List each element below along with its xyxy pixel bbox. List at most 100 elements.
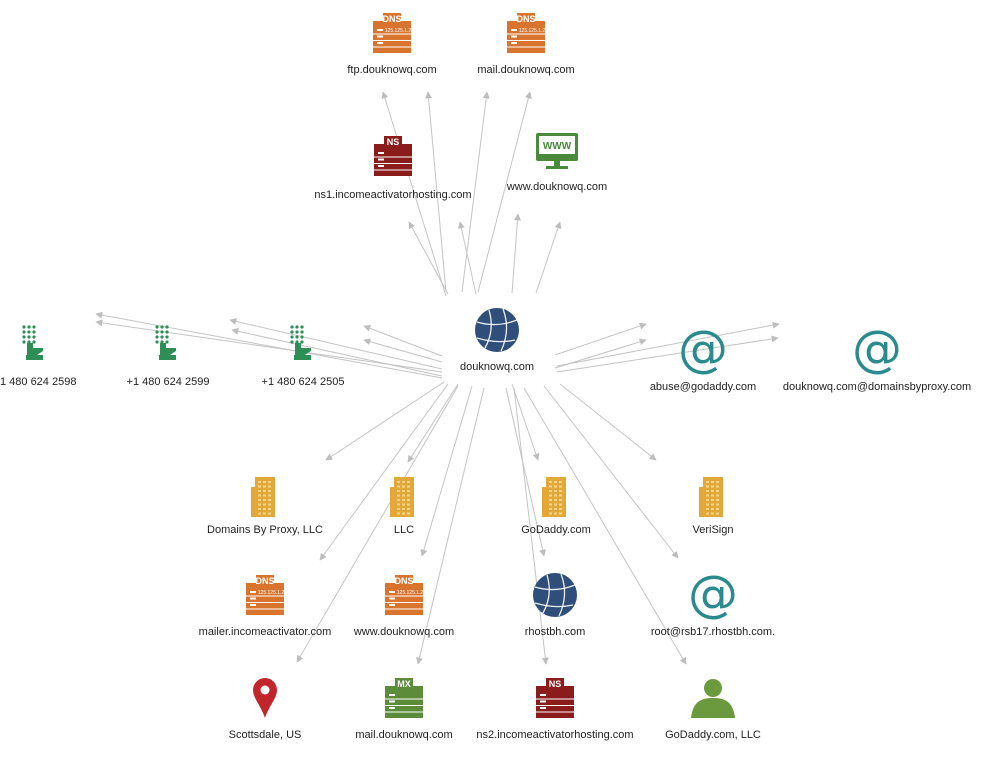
node-label: GoDaddy.com [521, 524, 591, 536]
node-label: VeriSign [693, 524, 734, 536]
node-n5[interactable]: +1 480 624 2598 [0, 325, 76, 388]
node-label: +1 480 624 2599 [127, 376, 210, 388]
node-label: +1 480 624 2598 [0, 376, 76, 388]
node-n9[interactable]: @ douknowq.com@domainsbyproxy.com [783, 320, 971, 393]
dns-server-icon: DNS 125.125.1.2 [373, 13, 411, 53]
building-icon [699, 477, 723, 517]
node-label: ns2.incomeactivatorhosting.com [476, 729, 633, 741]
node-label: www.douknowq.com [353, 626, 454, 638]
node-label: ns1.incomeactivatorhosting.com [314, 189, 471, 201]
svg-text:@: @ [678, 320, 728, 378]
node-label: ftp.douknowq.com [347, 64, 436, 76]
node-label: LLC [394, 524, 414, 536]
node-label: abuse@godaddy.com [650, 381, 756, 393]
svg-text:NS: NS [549, 679, 562, 689]
node-label: root@rsb17.rhostbh.com. [651, 626, 775, 638]
node-label: +1 480 624 2505 [262, 376, 345, 388]
node-n6[interactable]: +1 480 624 2599 [127, 325, 210, 388]
svg-text:WWW: WWW [543, 141, 572, 152]
svg-text:125.125.1.2: 125.125.1.2 [385, 28, 412, 34]
svg-text:125.125.1.2: 125.125.1.2 [258, 590, 285, 596]
node-label: Scottsdale, US [229, 729, 302, 741]
edge-n17 [543, 385, 679, 559]
edge-n9 [556, 321, 780, 367]
edge-n13 [559, 383, 657, 461]
edge-n15 [420, 385, 473, 557]
building-icon [390, 477, 414, 517]
map-pin-icon [253, 678, 277, 718]
node-n8[interactable]: @ abuse@godaddy.com [650, 320, 756, 393]
ns-server-icon: NS [536, 678, 574, 718]
email-at-icon: @ [688, 565, 738, 623]
svg-text:DNS: DNS [382, 14, 401, 24]
www-monitor-icon: WWW [536, 133, 578, 169]
edge-n21 [523, 387, 687, 665]
svg-text:125.125.1.2: 125.125.1.2 [397, 590, 424, 596]
node-n7[interactable]: +1 480 624 2505 [262, 325, 345, 388]
node-n21[interactable]: GoDaddy.com, LLC [665, 679, 761, 741]
node-center[interactable]: douknowq.com [460, 308, 534, 373]
dns-server-icon: DNS 125.125.1.2 [246, 575, 284, 615]
globe-icon [533, 573, 577, 617]
phone-icon [22, 325, 43, 360]
node-n15[interactable]: DNS 125.125.1.2 www.douknowq.com [353, 575, 454, 638]
edge-n2 [461, 91, 490, 293]
node-n13[interactable]: VeriSign [693, 477, 734, 536]
node-n4[interactable]: WWW www.douknowq.com [506, 133, 607, 193]
edge-n12 [511, 383, 540, 461]
svg-text:NS: NS [387, 137, 400, 147]
node-n11[interactable]: LLC [390, 477, 414, 536]
node-n16[interactable]: rhostbh.com [525, 573, 586, 638]
mx-server-icon: MX [385, 678, 423, 718]
node-label: douknowq.com@domainsbyproxy.com [783, 381, 971, 393]
edge-n8-b3 [554, 338, 647, 369]
edge-n3 [408, 221, 449, 295]
node-n17[interactable]: @ root@rsb17.rhostbh.com. [651, 565, 775, 638]
email-at-icon: @ [852, 320, 902, 378]
edge-n4 [511, 213, 522, 294]
svg-text:@: @ [688, 565, 738, 623]
edge-n14 [319, 383, 449, 561]
node-label: GoDaddy.com, LLC [665, 729, 761, 741]
edge-n7 [363, 324, 443, 357]
edge-n16 [505, 387, 547, 557]
building-icon [251, 477, 275, 517]
edge-n8 [554, 322, 647, 356]
person-icon [691, 679, 735, 718]
node-n3[interactable]: NS ns1.incomeactivatorhosting.com [314, 136, 472, 201]
email-at-icon: @ [678, 320, 728, 378]
svg-text:125.125.1.2: 125.125.1.2 [519, 28, 546, 34]
edge-n20 [513, 387, 549, 665]
node-n10[interactable]: Domains By Proxy, LLC [207, 477, 323, 536]
nodes: douknowq.comDNS125.125.1.2ftp.douknowq.c… [0, 13, 971, 741]
edge-n7-b2 [363, 338, 443, 363]
edge-n6-b1 [231, 327, 443, 377]
svg-text:@: @ [852, 320, 902, 378]
svg-text:DNS: DNS [255, 576, 274, 586]
edge-n18 [296, 385, 459, 663]
edge-n6 [229, 318, 443, 370]
edge-n10 [325, 381, 445, 461]
node-n12[interactable]: GoDaddy.com [521, 477, 591, 536]
edge-n19 [416, 387, 485, 665]
ns-server-icon: NS [374, 136, 412, 176]
node-n14[interactable]: DNS 125.125.1.2 mailer.incomeactivator.com [199, 575, 332, 638]
node-n1[interactable]: DNS 125.125.1.2 ftp.douknowq.com [347, 13, 437, 76]
svg-text:DNS: DNS [394, 576, 413, 586]
edge-n11 [407, 383, 459, 463]
edge-n4-b8 [535, 221, 562, 294]
node-n18[interactable]: Scottsdale, US [229, 678, 302, 741]
node-label: Domains By Proxy, LLC [207, 524, 323, 536]
node-label: www.douknowq.com [506, 181, 607, 193]
svg-text:MX: MX [397, 679, 411, 689]
node-n20[interactable]: NS ns2.incomeactivatorhosting.com [476, 678, 634, 741]
edge-n1 [381, 91, 447, 297]
node-label: mailer.incomeactivator.com [199, 626, 332, 638]
phone-icon [290, 325, 311, 360]
edge-n5-b0 [95, 311, 443, 379]
edge-n2-b5 [477, 91, 532, 293]
